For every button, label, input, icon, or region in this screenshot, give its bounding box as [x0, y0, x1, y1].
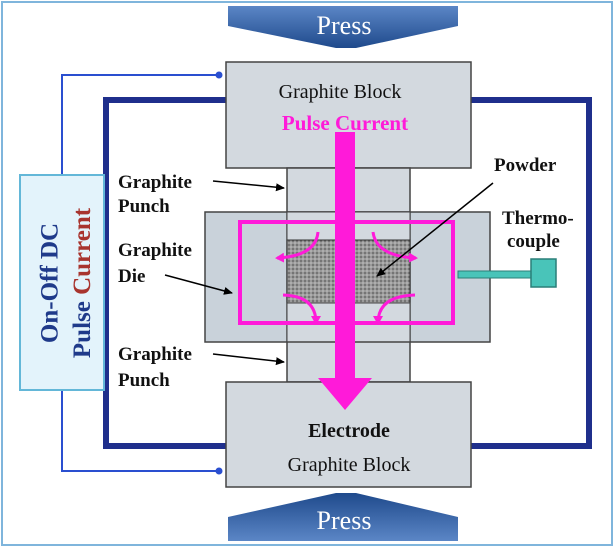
- power-supply-current: Current: [69, 207, 96, 295]
- flow-arrow-upper-right: [371, 231, 418, 263]
- wire-bottom-node: [215, 467, 223, 475]
- press-top-label: Press: [317, 11, 372, 40]
- punch-bottom-label-line2: Punch: [118, 370, 170, 391]
- die-label-line2: Die: [118, 266, 145, 287]
- flow-arrow-lower-left: [282, 293, 321, 325]
- press-bottom-arrow: [228, 493, 458, 541]
- punch-bottom-pointer: [212, 353, 285, 366]
- power-supply-pulse: Pulse: [69, 301, 96, 358]
- punch-top-label-line1: Graphite: [118, 172, 192, 193]
- electrode-label: Electrode: [308, 420, 390, 442]
- power-supply-line1: On-Off DC: [37, 223, 64, 343]
- wire-top-node: [215, 71, 223, 79]
- thermocouple-label-line2: couple: [507, 231, 560, 252]
- powder-pointer: [376, 182, 494, 277]
- die-pointer: [164, 274, 233, 295]
- punch-bottom-label-line1: Graphite: [118, 344, 192, 365]
- graphite-block-top-label: Graphite Block: [279, 81, 402, 103]
- flow-arrow-upper-left: [275, 231, 320, 263]
- thermocouple-head: [530, 258, 557, 288]
- wire-top: [61, 74, 219, 175]
- wire-bottom: [61, 390, 219, 472]
- die-label-line1: Graphite: [118, 240, 192, 261]
- thermocouple-rod: [457, 270, 534, 279]
- press-top-arrow: [228, 6, 458, 48]
- pulse-current-arrow: [318, 132, 372, 410]
- punch-top-label-line2: Punch: [118, 196, 170, 217]
- pulse-current-label: Pulse Current: [282, 111, 408, 135]
- power-supply-box: [19, 174, 105, 391]
- press-bottom-label: Press: [317, 506, 372, 535]
- thermocouple-label-line1: Thermo-: [502, 208, 574, 229]
- power-supply-line2: Pulse Current: [69, 207, 96, 358]
- punch-top-pointer: [212, 180, 285, 192]
- graphite-block-bottom-label: Graphite Block: [288, 454, 411, 476]
- powder-label: Powder: [494, 155, 557, 176]
- flow-arrow-lower-right: [373, 293, 416, 325]
